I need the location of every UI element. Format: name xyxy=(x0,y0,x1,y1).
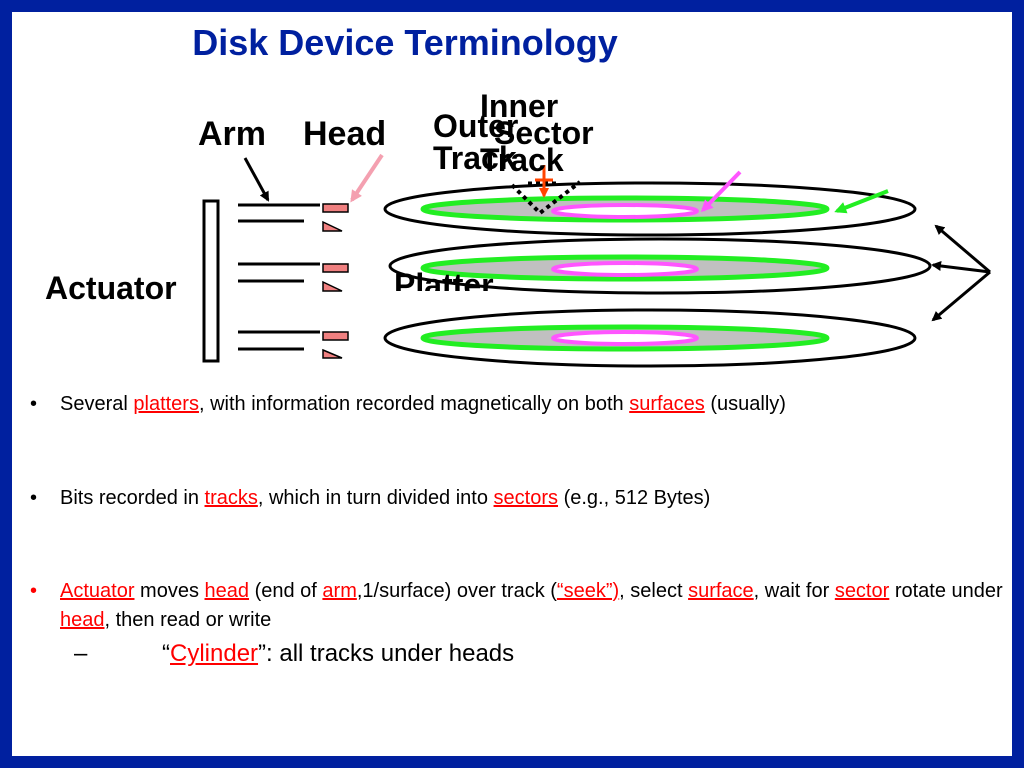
term-platters: platters xyxy=(133,393,199,415)
term-surface: surface xyxy=(688,580,754,602)
actuator-bar xyxy=(202,199,220,363)
outer-track-arrow xyxy=(834,189,889,214)
bullet-tracks: • Bits recorded in tracks, which in turn… xyxy=(30,487,711,509)
actuator-label: Actuator xyxy=(45,270,177,306)
term-seek: “seek”) xyxy=(556,580,620,602)
arm-arrow xyxy=(243,157,270,202)
slide-title: Disk Device Terminology xyxy=(192,22,618,63)
platter-2 xyxy=(388,237,932,295)
inner-track xyxy=(551,203,699,219)
outer-track-label: Outer Track xyxy=(433,108,519,176)
term-sector: sector xyxy=(834,580,890,602)
term-head-2: head xyxy=(60,609,105,631)
term-sectors: sectors xyxy=(493,487,559,509)
head-label: Head xyxy=(303,115,387,153)
term-head: head xyxy=(204,580,250,602)
platter-arrows xyxy=(931,224,991,322)
term-actuator: Actuator xyxy=(60,580,135,602)
bullet-actuator: • Actuator moves head (end of arm,1/surf… xyxy=(30,580,1003,631)
bullet-platters: • Several platters, with information rec… xyxy=(30,393,786,415)
term-arm: arm xyxy=(322,580,357,602)
sector-label: Sector xyxy=(494,115,594,151)
arms xyxy=(238,203,320,351)
platter-1 xyxy=(383,181,917,237)
sector-wedge xyxy=(510,180,582,216)
term-tracks: tracks xyxy=(204,487,258,509)
arm-label: Arm xyxy=(198,115,267,153)
term-surfaces: surfaces xyxy=(629,393,705,415)
inner-track-label: Inner Track xyxy=(480,88,564,178)
platter-label: Platter xyxy=(394,269,494,291)
heads xyxy=(322,203,349,359)
bullet-list: • Several platters, with information rec… xyxy=(30,390,1020,669)
platter-3 xyxy=(383,308,917,368)
sub-bullet-cylinder: – “Cylinder”: all tracks under heads xyxy=(74,640,515,667)
inner-track-arrow xyxy=(700,170,742,213)
term-cylinder: Cylinder xyxy=(170,640,259,667)
head-arrow xyxy=(350,153,384,203)
